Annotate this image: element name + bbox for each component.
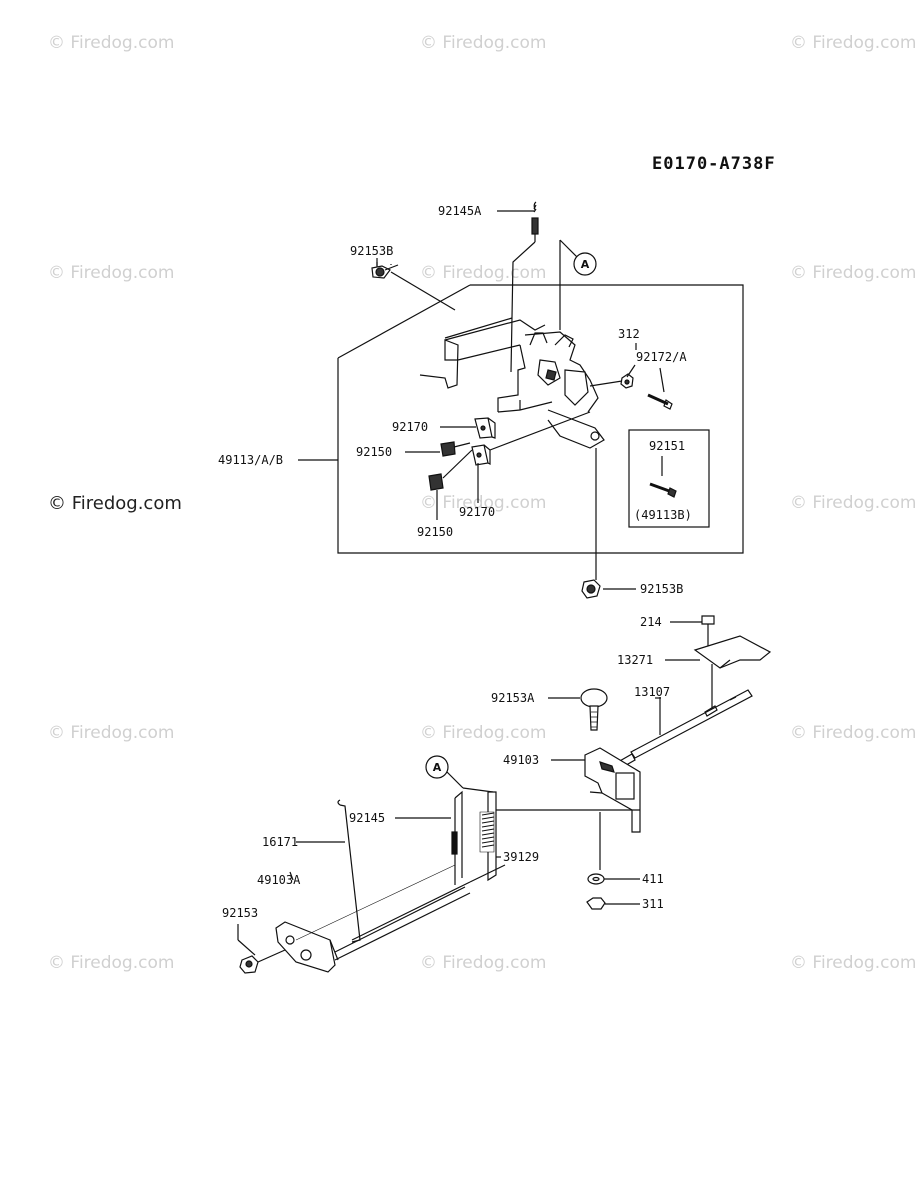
part-label-39129: 39129 — [503, 850, 539, 864]
watermark: © Firedog.com — [790, 33, 917, 53]
watermark: © Firedog.com — [48, 953, 175, 973]
part-label-92170: 92170 — [392, 420, 428, 434]
lever-49103 — [584, 747, 641, 833]
part-label-92153b: 92153B — [640, 582, 683, 596]
assembly-frame-diagonal — [337, 284, 471, 359]
arm-49103a — [275, 921, 336, 973]
watermark: © Firedog.com — [48, 33, 175, 53]
part-label-312: 312 — [618, 327, 640, 341]
part-label-92170: 92170 — [459, 505, 495, 519]
watermark-main: © Firedog.com — [48, 493, 182, 514]
watermark: © Firedog.com — [790, 953, 917, 973]
rod-16171 — [339, 804, 361, 943]
watermark: © Firedog.com — [790, 263, 917, 283]
watermark: © Firedog.com — [420, 493, 547, 513]
watermark: © Firedog.com — [420, 723, 547, 743]
watermark: © Firedog.com — [420, 953, 547, 973]
part-label-13271: 13271 — [617, 653, 653, 667]
part-label-92153: 92153 — [222, 906, 258, 920]
part-label-92150: 92150 — [356, 445, 392, 459]
watermark: © Firedog.com — [48, 723, 175, 743]
callout-a-label: A — [581, 258, 590, 271]
part-label-92153b: 92153B — [350, 244, 393, 258]
spring-92145a — [531, 217, 539, 235]
part-label-92150: 92150 — [417, 525, 453, 539]
diagram-code: E0170-A738F — [652, 154, 776, 174]
part-label-92151: 92151 — [649, 439, 685, 453]
inset-box-92151 — [628, 429, 710, 528]
callout-a-top: A — [573, 252, 597, 276]
callout-a-bottom: A — [425, 755, 449, 779]
watermark: © Firedog.com — [790, 493, 917, 513]
part-label-49103a: 49103A — [257, 873, 301, 887]
watermark: © Firedog.com — [420, 33, 547, 53]
part-label-16171: 16171 — [262, 835, 298, 849]
part-label-92145: 92145 — [349, 811, 385, 825]
bolt-92150-b — [428, 473, 444, 491]
bracket-plate — [547, 409, 605, 449]
shaft-13107 — [630, 689, 753, 759]
watermark: © Firedog.com — [420, 263, 547, 283]
plate-13271 — [693, 635, 772, 669]
assembly-frame-line — [337, 284, 744, 554]
part-label-311: 311 — [642, 897, 664, 911]
part-label-214: 214 — [640, 615, 662, 629]
part-label-92153a: 92153A — [491, 691, 535, 705]
watermark: © Firedog.com — [48, 263, 175, 283]
callout-a-label: A — [433, 761, 442, 774]
part-label-92145a: 92145A — [438, 204, 482, 218]
part-label-49113ab: 49113/A/B — [218, 453, 283, 467]
spring-39129 — [481, 812, 495, 848]
part-label-92172a: 92172/A — [636, 350, 687, 364]
part-label-411: 411 — [642, 872, 664, 886]
part-label-13107: 13107 — [634, 685, 670, 699]
part-label-49113b: (49113B) — [634, 508, 692, 522]
spring-92145 — [451, 831, 458, 855]
washer-411 — [587, 873, 605, 885]
watermark: © Firedog.com — [790, 723, 917, 743]
nut-311 — [586, 897, 606, 910]
bolt-92153a — [580, 688, 608, 708]
screw-214 — [701, 615, 715, 625]
part-label-49103: 49103 — [503, 753, 539, 767]
bolt-92150-a — [440, 441, 456, 457]
